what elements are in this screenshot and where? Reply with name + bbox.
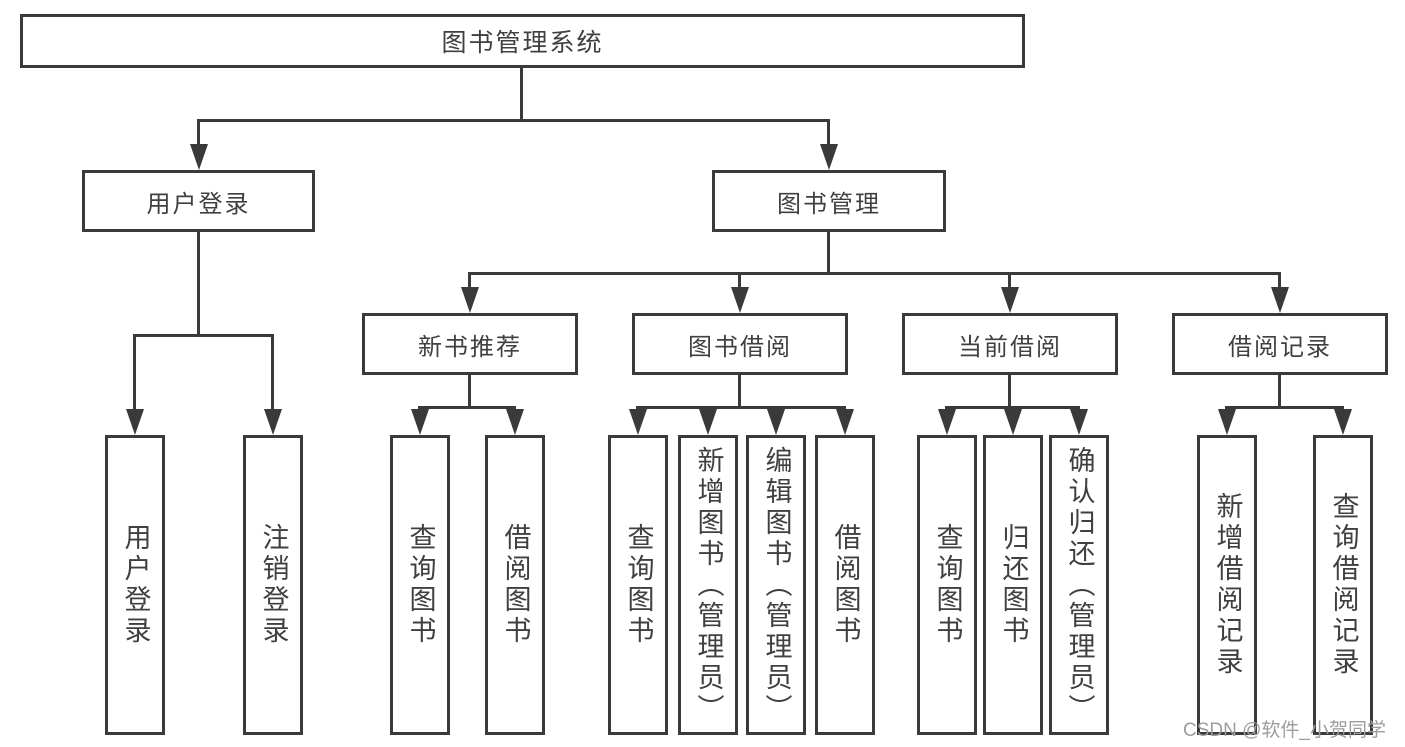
- node-label: 用户登录: [146, 190, 251, 218]
- leaf-label: 新增借阅记录: [1212, 492, 1243, 678]
- leaf-borrow-books-recommend: 借阅图书: [485, 435, 545, 735]
- connector-line: [197, 119, 830, 122]
- leaf-logout: 注销登录: [243, 435, 303, 735]
- connector-line: [468, 373, 471, 409]
- leaf-add-borrow-record: 新增借阅记录: [1197, 435, 1257, 735]
- arrow-down-icon: [460, 272, 479, 313]
- node-borrowing-records: 借阅记录: [1172, 313, 1388, 375]
- node-current-borrowing: 当前借阅: [902, 313, 1118, 375]
- connector-line: [1225, 406, 1344, 409]
- arrow-down-icon: [1333, 406, 1352, 435]
- connector-line: [133, 334, 274, 337]
- node-book-management: 图书管理: [712, 170, 946, 232]
- arrow-down-icon: [730, 272, 749, 313]
- leaf-label: 归还图书: [998, 523, 1029, 647]
- leaf-label: 新增图书（管理员）: [693, 445, 724, 725]
- arrow-down-icon: [1270, 272, 1289, 313]
- leaf-label: 确认归还（管理员）: [1064, 445, 1095, 725]
- leaf-label: 查询图书: [405, 523, 436, 647]
- node-label: 图书借阅: [688, 333, 792, 361]
- connector-line: [827, 230, 830, 275]
- arrow-down-icon: [1069, 406, 1088, 435]
- arrow-down-icon: [1217, 406, 1236, 435]
- leaf-confirm-return-admin: 确认归还（管理员）: [1049, 435, 1109, 735]
- arrow-down-icon: [698, 406, 717, 435]
- leaf-label: 用户登录: [120, 523, 151, 647]
- connector-line: [197, 230, 200, 336]
- connector-line: [636, 406, 846, 409]
- node-user-login: 用户登录: [82, 170, 315, 232]
- arrow-down-icon: [1000, 272, 1019, 313]
- node-label: 借阅记录: [1228, 333, 1332, 361]
- connector-line: [738, 373, 741, 409]
- leaf-edit-book-admin: 编辑图书（管理员）: [746, 435, 806, 735]
- leaf-label: 注销登录: [258, 523, 289, 647]
- leaf-label: 查询借阅记录: [1328, 492, 1359, 678]
- leaf-label: 查询图书: [932, 523, 963, 647]
- node-book-borrowing: 图书借阅: [632, 313, 848, 375]
- leaf-add-book-admin: 新增图书（管理员）: [678, 435, 738, 735]
- connector-line: [468, 272, 1281, 275]
- leaf-query-borrow-record: 查询借阅记录: [1313, 435, 1373, 735]
- leaf-return-books: 归还图书: [983, 435, 1043, 735]
- leaf-label: 借阅图书: [500, 523, 531, 647]
- connector-line: [1008, 373, 1011, 409]
- node-label: 当前借阅: [958, 333, 1062, 361]
- node-new-book-recommendation: 新书推荐: [362, 313, 578, 375]
- leaf-query-books-borrow: 查询图书: [608, 435, 668, 735]
- connector-line: [520, 65, 523, 122]
- arrow-down-icon: [628, 406, 647, 435]
- node-library-management-system: 图书管理系统: [20, 14, 1025, 68]
- leaf-label: 编辑图书（管理员）: [761, 445, 792, 725]
- leaf-query-books-recommend: 查询图书: [390, 435, 450, 735]
- arrow-down-icon: [189, 119, 208, 170]
- csdn-watermark: CSDN @软件_小贺同学: [1183, 720, 1386, 741]
- node-label: 图书管理: [777, 190, 881, 218]
- node-label: 新书推荐: [418, 333, 522, 361]
- arrow-down-icon: [766, 406, 785, 435]
- arrow-down-icon: [937, 406, 956, 435]
- leaf-label: 借阅图书: [830, 523, 861, 647]
- connector-line: [418, 406, 516, 409]
- arrow-down-icon: [819, 119, 838, 170]
- connector-line: [1278, 373, 1281, 409]
- arrow-down-icon: [835, 406, 854, 435]
- arrow-down-icon: [410, 406, 429, 435]
- leaf-label: 查询图书: [623, 523, 654, 647]
- arrow-down-icon: [1003, 406, 1022, 435]
- leaf-user-login: 用户登录: [105, 435, 165, 735]
- arrow-down-icon: [505, 406, 524, 435]
- leaf-borrow-books: 借阅图书: [815, 435, 875, 735]
- leaf-query-books-current: 查询图书: [917, 435, 977, 735]
- arrow-down-icon: [263, 334, 282, 435]
- arrow-down-icon: [125, 334, 144, 435]
- node-label: 图书管理系统: [441, 29, 604, 57]
